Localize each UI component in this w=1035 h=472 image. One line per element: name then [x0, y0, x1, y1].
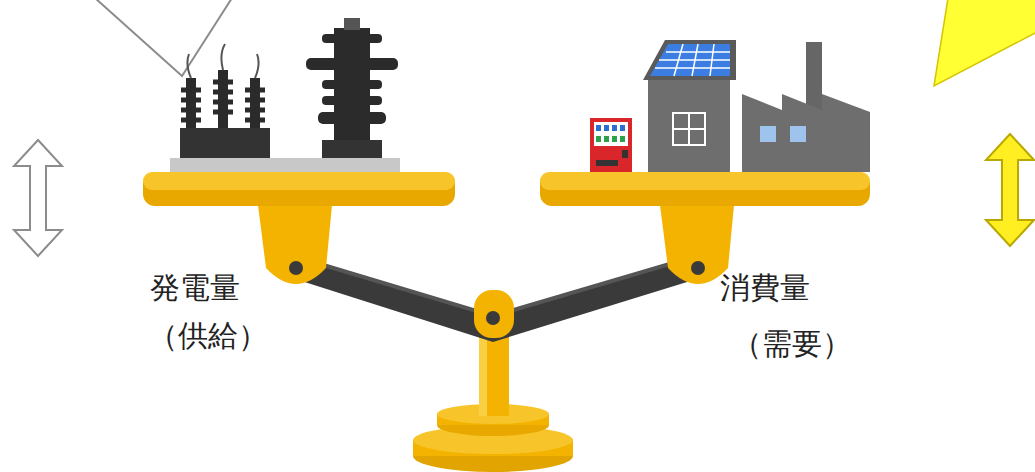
house [643, 40, 736, 172]
speech-bubble [934, 0, 1035, 86]
speech-bubble [95, 0, 232, 76]
factory [742, 42, 870, 172]
label-text: （需要） [732, 326, 852, 362]
scale-pan [143, 172, 870, 206]
double-arrow [986, 134, 1034, 246]
label-text: 消費量 [720, 270, 810, 306]
pan-bracket [258, 205, 734, 284]
double-arrow [14, 140, 62, 256]
label-text: 発電量 [150, 270, 240, 306]
scale-pivot [474, 290, 514, 338]
scale-beam [292, 258, 700, 342]
label-text: （供給） [148, 318, 268, 354]
vending-machine [590, 118, 632, 172]
power-equipment [170, 18, 400, 172]
